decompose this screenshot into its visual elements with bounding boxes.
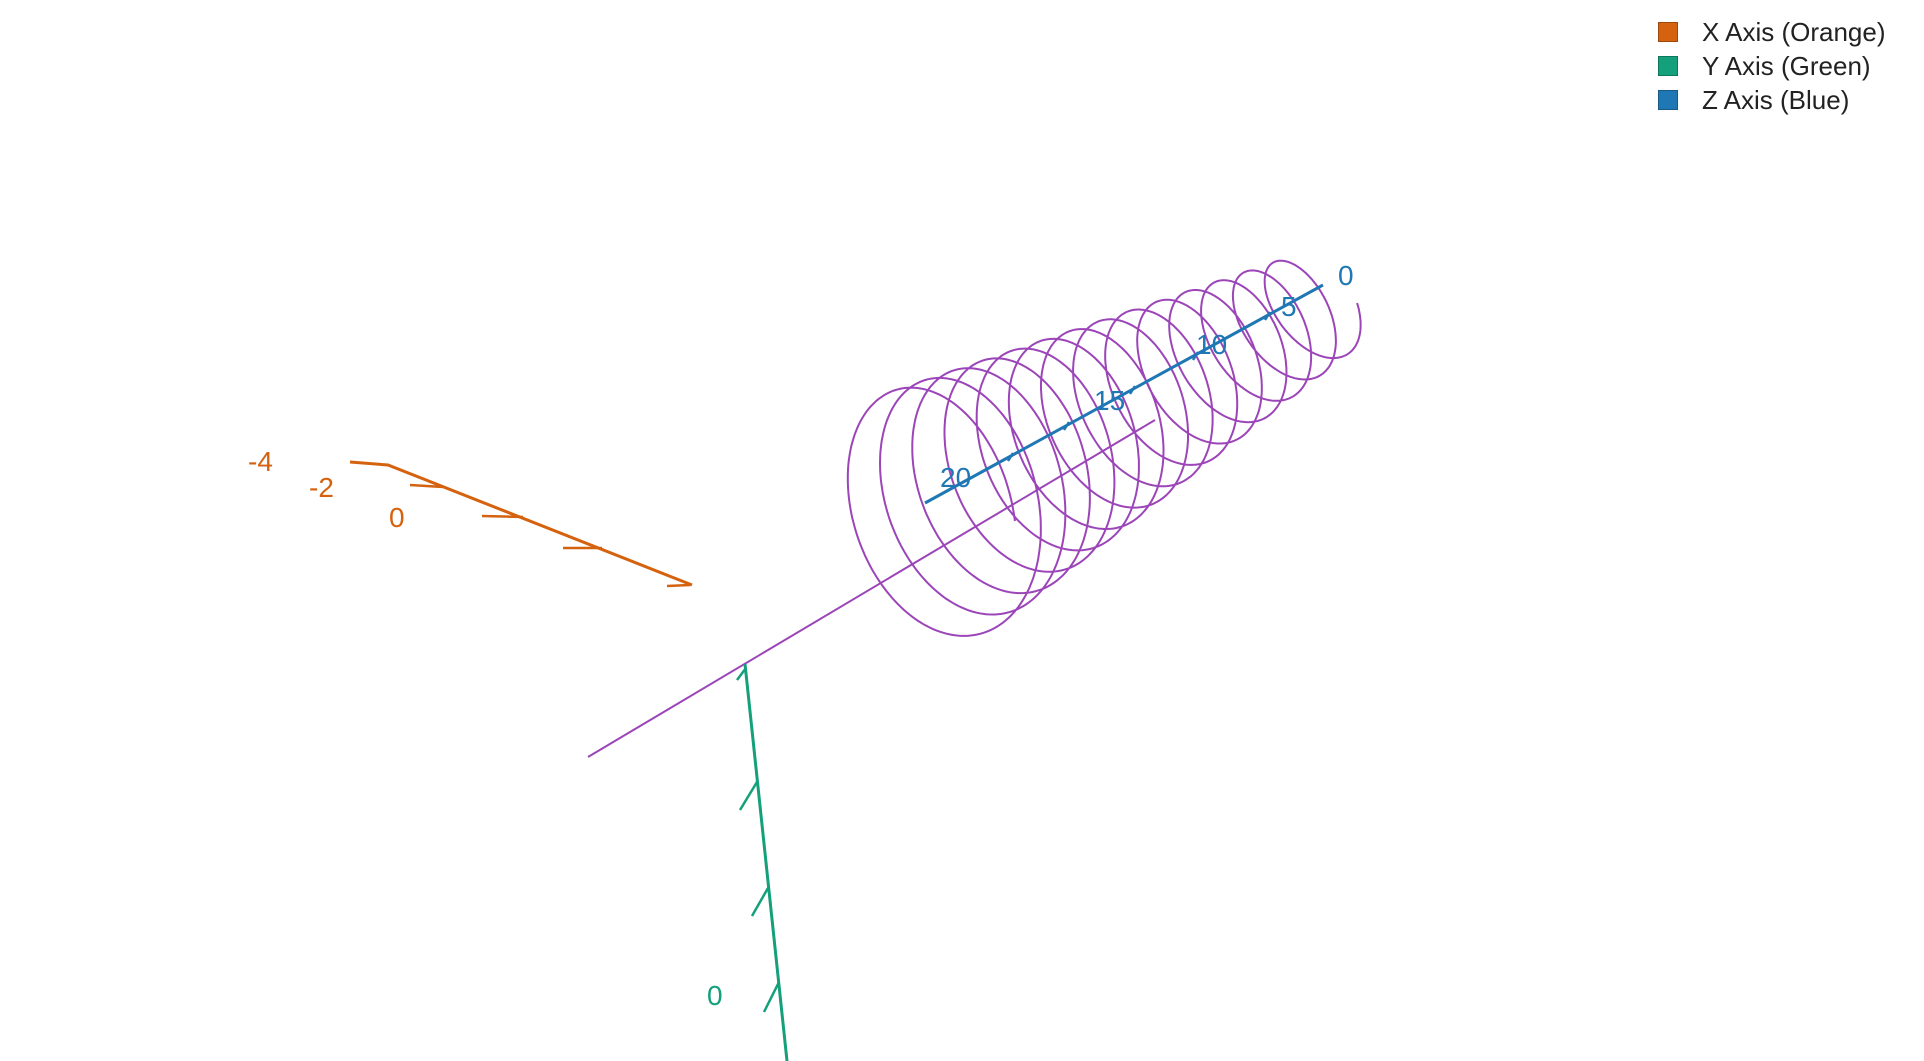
z-axis: 0 5 10 15 20 xyxy=(924,260,1354,505)
legend-item-z-axis[interactable]: Z Axis (Blue) xyxy=(1658,84,1886,115)
legend-item-y-axis[interactable]: Y Axis (Green) xyxy=(1658,50,1886,81)
legend-swatch-x-axis xyxy=(1658,22,1678,42)
z-tick-label: 5 xyxy=(1281,291,1297,322)
legend-label: Y Axis (Green) xyxy=(1702,50,1871,81)
legend-label: Z Axis (Blue) xyxy=(1702,84,1850,115)
legend-swatch-z-axis xyxy=(1658,90,1678,110)
y-axis-tick xyxy=(738,781,759,811)
legend-label: X Axis (Orange) xyxy=(1702,16,1886,47)
y-tick-label: 0 xyxy=(707,980,723,1011)
legend-swatch-y-axis xyxy=(1658,56,1678,76)
y-axis-tick xyxy=(736,667,747,681)
legend: X Axis (Orange) Y Axis (Green) Z Axis (B… xyxy=(1658,16,1886,115)
x-axis-tick xyxy=(666,583,691,588)
z-axis-tick xyxy=(1062,421,1071,431)
z-tick-label: 15 xyxy=(1094,385,1125,416)
x-tick-label: 0 xyxy=(389,502,405,533)
x-axis-tick xyxy=(409,483,444,489)
x-tick-label: -4 xyxy=(248,446,273,477)
z-axis-tick xyxy=(1191,351,1200,361)
z-axis-tick xyxy=(1128,385,1137,395)
y-axis-tick xyxy=(750,887,770,917)
helix-curve-layer xyxy=(846,259,1362,637)
x-axis-line xyxy=(349,460,693,587)
z-tick-label: 10 xyxy=(1196,329,1227,360)
z-tick-label: 0 xyxy=(1338,260,1354,291)
y-axis: 0 xyxy=(707,663,789,1061)
x-axis: -4 -2 0 xyxy=(248,446,693,588)
z-axis-tick xyxy=(1263,311,1272,321)
helix-curve xyxy=(846,259,1362,637)
helix-reference-line xyxy=(587,419,1156,758)
legend-item-x-axis[interactable]: X Axis (Orange) xyxy=(1658,16,1886,47)
y-axis-line xyxy=(743,663,789,1061)
x-axis-tick xyxy=(481,514,524,519)
z-axis-tick xyxy=(1006,452,1015,462)
x-tick-label: -2 xyxy=(309,472,334,503)
z-tick-label: 20 xyxy=(940,462,971,493)
z-axis-line xyxy=(924,283,1324,505)
y-axis-tick xyxy=(762,981,781,1013)
